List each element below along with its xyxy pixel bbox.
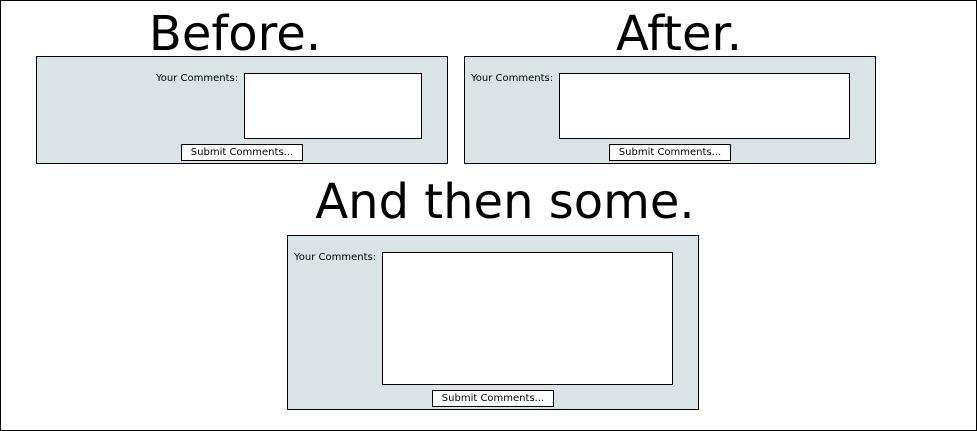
- submit-comments-button[interactable]: Submit Comments...: [432, 390, 554, 407]
- heading-before: Before.: [148, 6, 322, 62]
- comment-form-after: Your Comments: Submit Comments...: [464, 56, 876, 164]
- heading-and-then-some: And then some.: [315, 174, 695, 230]
- comments-label: Your Comments:: [471, 73, 554, 84]
- comments-label: Your Comments:: [294, 252, 377, 263]
- submit-comments-button[interactable]: Submit Comments...: [609, 144, 731, 161]
- comments-textarea[interactable]: [244, 73, 422, 139]
- submit-comments-button[interactable]: Submit Comments...: [181, 144, 303, 161]
- comment-form-before: Your Comments: Submit Comments...: [36, 56, 448, 164]
- comments-textarea[interactable]: [559, 73, 850, 139]
- comment-form-and-then-some: Your Comments: Submit Comments...: [287, 235, 699, 410]
- comments-textarea[interactable]: [382, 252, 673, 385]
- heading-after: After.: [615, 6, 743, 62]
- comments-label: Your Comments:: [156, 73, 239, 84]
